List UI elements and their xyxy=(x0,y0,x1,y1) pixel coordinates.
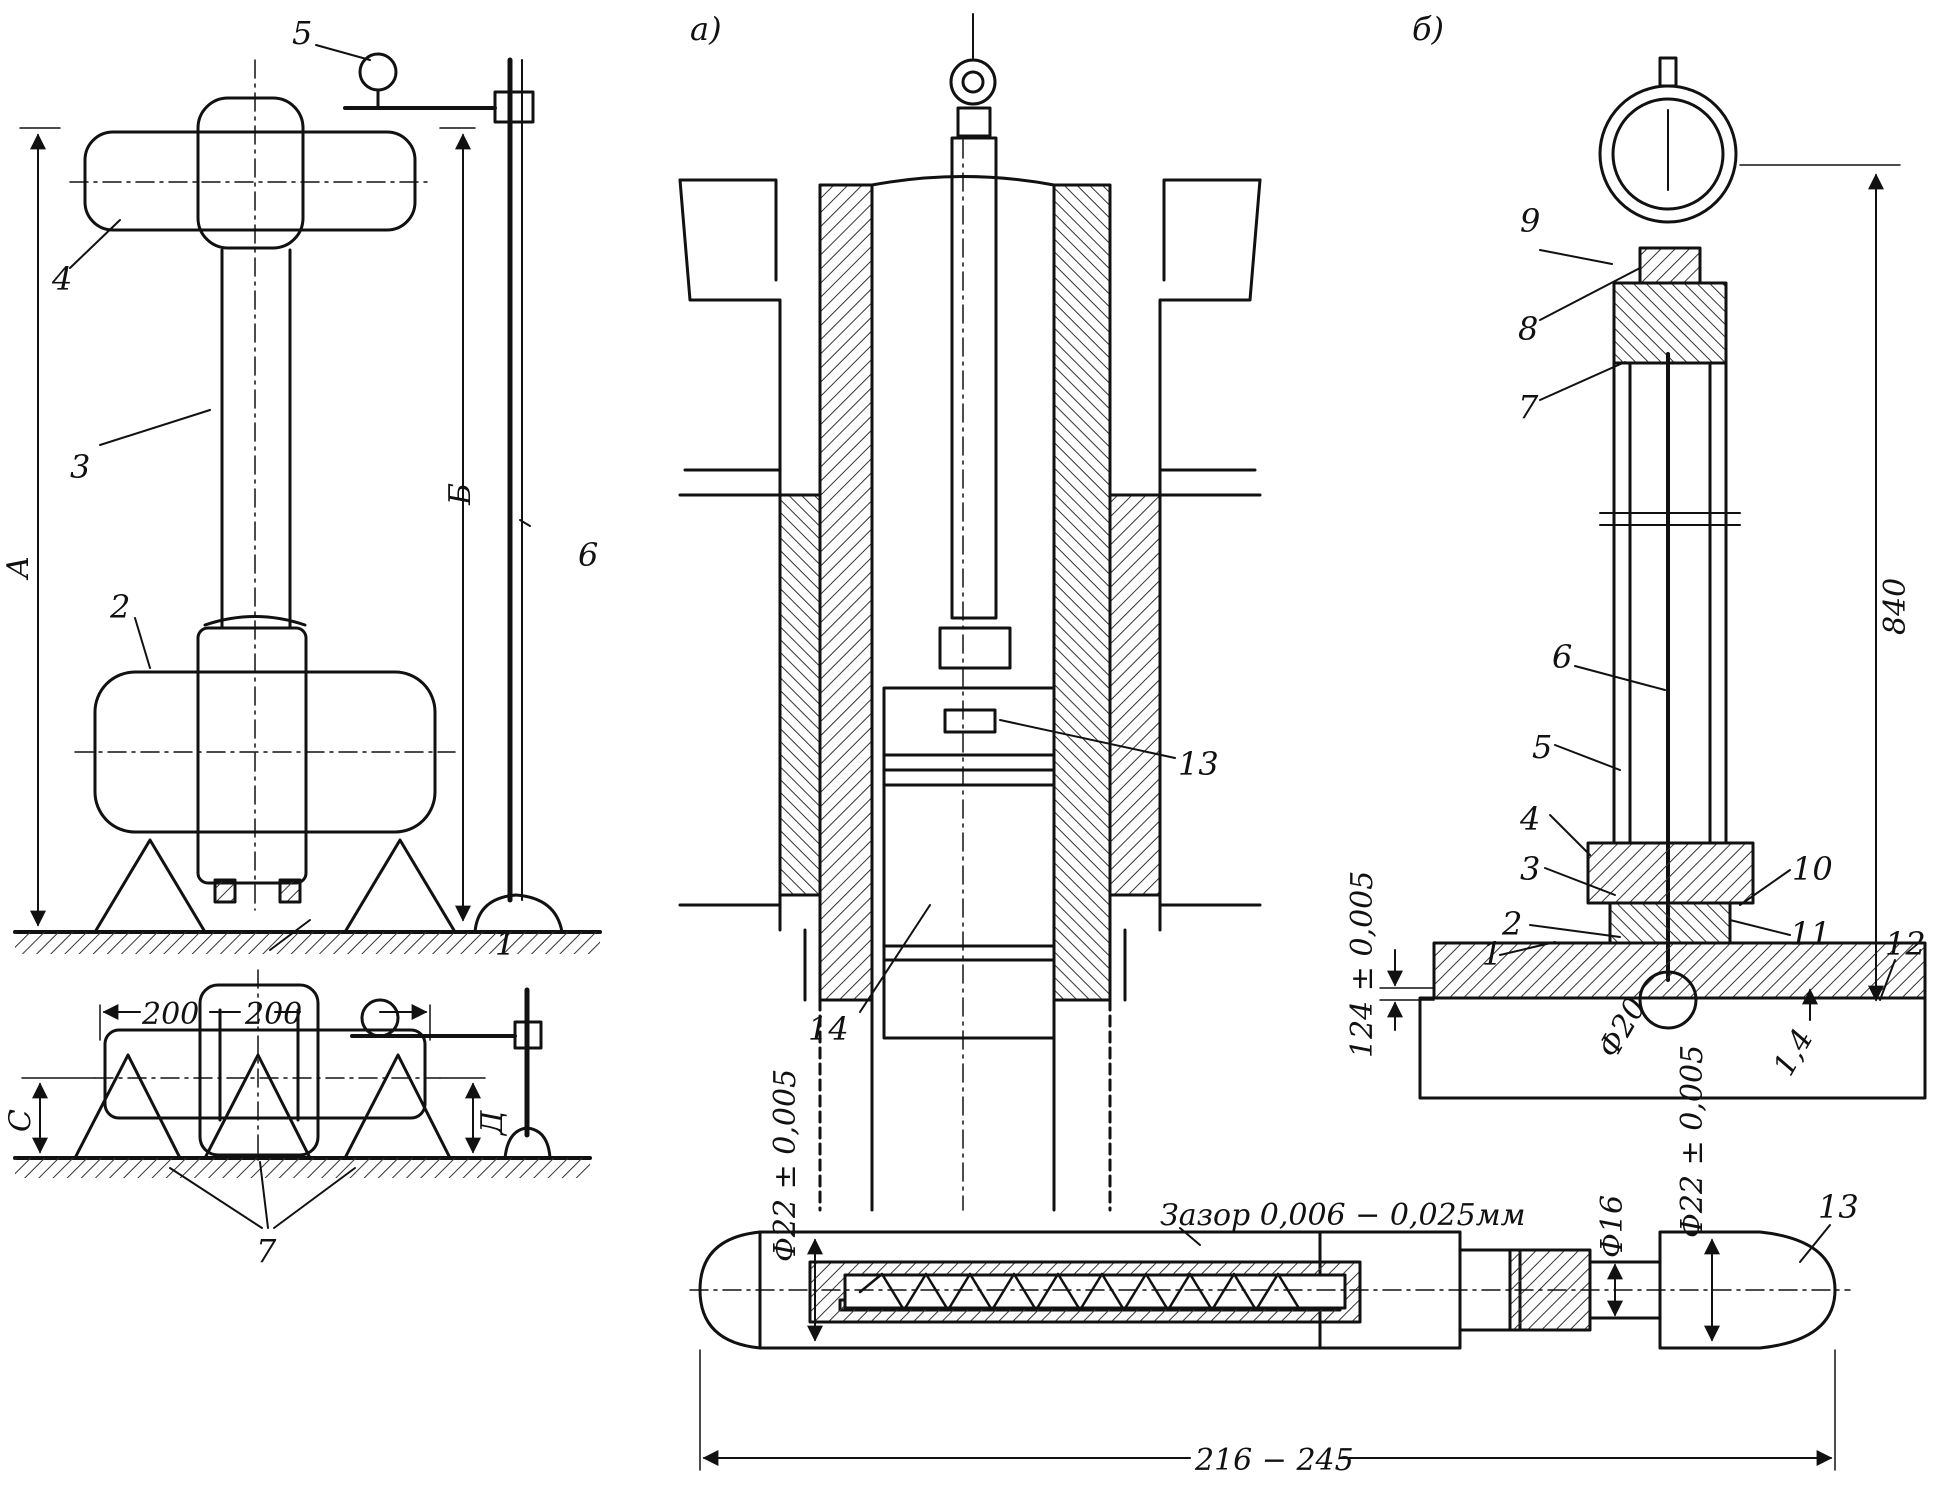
cylinder-section xyxy=(678,13,1262,1212)
plug-labels: Зазор 0,006 − 0,025мм Ф22 ± 0,005 Ф16 Ф2… xyxy=(768,1045,1859,1478)
rod-check-front-view xyxy=(13,969,592,1229)
label-3: 3 xyxy=(70,448,90,486)
label-b-8: 8 xyxy=(1518,310,1538,348)
label-7: 7 xyxy=(256,1232,277,1270)
rod-check-side-view xyxy=(13,44,602,954)
label-b-6: 6 xyxy=(1552,638,1572,676)
plug-length: 216 − 245 xyxy=(1194,1443,1354,1478)
label-b-11: 11 xyxy=(1790,915,1831,953)
label-b-2: 2 xyxy=(1501,905,1522,943)
dim-200-left: 200 xyxy=(141,997,199,1032)
depth-gauge xyxy=(1379,56,1927,1100)
plug-dia-left: Ф22 ± 0,005 xyxy=(768,1069,803,1262)
panel-a-labels: а) 13 14 xyxy=(690,10,1219,1048)
label-13: 13 xyxy=(1178,745,1219,783)
dim-b: Б xyxy=(443,483,478,506)
label-b-10: 10 xyxy=(1792,850,1833,888)
plug-gap-note: Зазор 0,006 − 0,025мм xyxy=(1160,1198,1525,1233)
left-bottom-labels: 200 200 С Д 7 xyxy=(3,997,510,1270)
label-b-3: 3 xyxy=(1520,850,1540,888)
label-b-7: 7 xyxy=(1518,388,1539,426)
label-2: 2 xyxy=(109,588,130,626)
dim-d: Д xyxy=(475,1110,510,1137)
label-14: 14 xyxy=(808,1010,849,1048)
plug-dia-right: Ф22 ± 0,005 xyxy=(1675,1045,1710,1238)
plug-dia-16: Ф16 xyxy=(1595,1195,1630,1258)
dim-200-right: 200 xyxy=(244,997,302,1032)
label-1: 1 xyxy=(495,925,515,963)
dim-c: С xyxy=(3,1109,38,1132)
left-top-labels: 1 2 3 4 5 6 A Б xyxy=(1,14,598,963)
label-b-4: 4 xyxy=(1519,800,1540,838)
label-b-5: 5 xyxy=(1532,728,1552,766)
label-6: 6 xyxy=(578,536,598,574)
label-4: 4 xyxy=(51,260,72,298)
dim-124: 124 ± 0,005 xyxy=(1345,871,1380,1058)
panel-b-title: б) xyxy=(1412,10,1444,48)
label-5: 5 xyxy=(292,14,312,52)
dim-gap: 1,4 xyxy=(1767,1023,1821,1082)
label-b-12: 12 xyxy=(1885,925,1926,963)
plug-gauge xyxy=(689,1224,1851,1471)
dim-ball: Ф20 xyxy=(1592,992,1654,1064)
dim-a: A xyxy=(1,556,36,581)
plug-label-13: 13 xyxy=(1818,1188,1859,1226)
label-b-1: 1 xyxy=(1482,935,1502,973)
dim-840: 840 xyxy=(1878,578,1913,635)
panel-a-title: а) xyxy=(690,10,722,48)
label-b-9: 9 xyxy=(1520,202,1540,240)
